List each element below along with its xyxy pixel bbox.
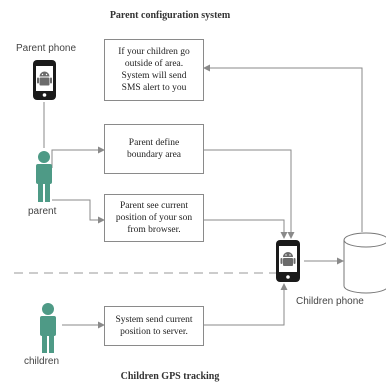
see-position-box: Parent see current position of your son … <box>104 194 204 242</box>
smartphone-icon <box>33 60 56 100</box>
connector-send-position-to-children-phone <box>204 283 288 326</box>
android-icon <box>280 252 296 266</box>
define-boundary-box: Parent define boundary area <box>104 124 204 174</box>
connector-parent-to-see-position <box>52 199 105 224</box>
send-position-box: System send current position to server. <box>104 306 204 346</box>
children-phone-label: Children phone <box>296 296 364 307</box>
connector-database-to-sms <box>203 64 363 232</box>
android-icon <box>37 71 52 86</box>
database-icon <box>343 232 386 294</box>
diagram-title-bottom: Children GPS tracking <box>120 371 220 382</box>
connector-boundary-to-children-phone <box>204 149 295 239</box>
person-icon <box>36 151 52 202</box>
children-label: children <box>24 356 60 367</box>
parent-label: parent <box>28 206 57 217</box>
diagram-title-top: Parent configuration system <box>109 10 231 21</box>
smartphone-icon <box>276 240 300 282</box>
connector-see-position-to-children-phone <box>204 219 288 239</box>
connector-parent-to-boundary <box>51 146 105 168</box>
parent-phone-label: Parent phone <box>16 43 77 54</box>
sms-alert-box: If your children go outside of area. Sys… <box>104 39 204 101</box>
person-icon <box>40 303 56 353</box>
